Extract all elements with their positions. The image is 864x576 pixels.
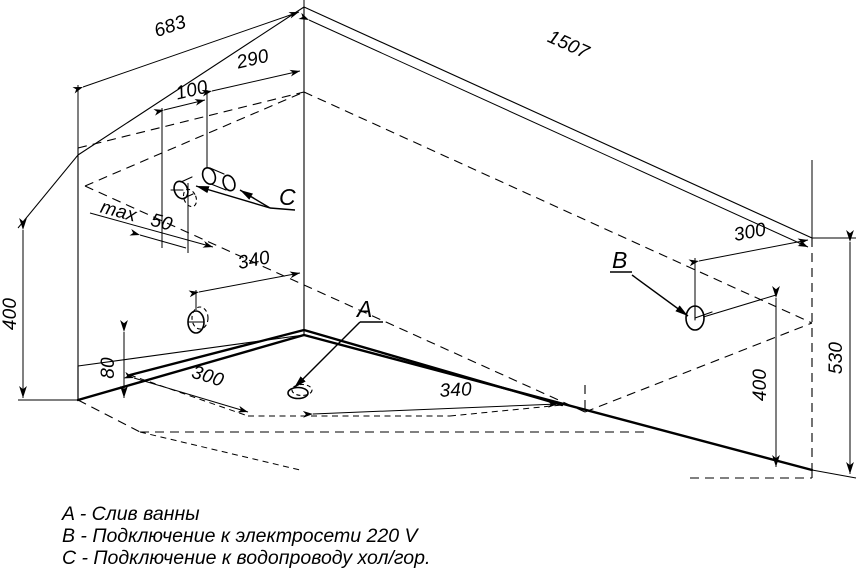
marker-b-label: B — [612, 247, 627, 273]
dimension-530: 530 — [811, 230, 857, 479]
dimension-340-base-label: 340 — [439, 379, 473, 402]
legend-item-c: C - Подключение к водопроводу хол/гор. — [62, 547, 431, 569]
wall-drain-fitting — [187, 306, 209, 334]
bath-right-end-edges — [584, 238, 813, 470]
dimension-290: 290 — [201, 46, 305, 178]
dimension-1507: 1507 — [298, 12, 813, 248]
dimension-683: 683 — [72, 0, 305, 152]
dimension-400-right: 400 — [699, 286, 780, 467]
dimension-1507-label: 1507 — [544, 27, 593, 64]
dimension-400-left-label: 400 — [0, 298, 21, 331]
legend-item-a: A - Слив ванны — [62, 503, 200, 525]
marker-b-leader: B — [610, 247, 689, 317]
marker-c-label: C — [279, 184, 296, 210]
dimension-340-base: 340 — [302, 379, 559, 418]
legend: A - Слив ванны B - Подключение к электро… — [62, 503, 430, 569]
dimension-300-right: 300 — [688, 219, 809, 310]
floor-drain-fitting — [287, 383, 313, 400]
power-socket-fitting — [685, 305, 713, 331]
dimension-400-right-label: 400 — [750, 369, 771, 402]
dimension-683-label: 683 — [152, 12, 190, 42]
legend-item-b: B - Подключение к электросети 220 V — [62, 525, 418, 547]
bath-front-panel-edges — [76, 333, 814, 472]
dimension-530-label: 530 — [826, 342, 847, 375]
dimension-300-base-label: 300 — [189, 362, 226, 392]
bath-base-footprint — [77, 399, 813, 479]
marker-a-label: A — [355, 296, 372, 322]
dimension-80-label: 80 — [98, 357, 119, 379]
dimension-400-left: 400 — [0, 154, 79, 401]
dimension-300-right-label: 300 — [732, 219, 768, 246]
dimension-50-label: 50 — [148, 210, 174, 236]
water-supply-fittings — [170, 167, 236, 208]
marker-c-leaders: C — [195, 184, 296, 211]
marker-a-leader: A — [293, 296, 383, 389]
dimension-max-label: max — [98, 197, 140, 227]
dimension-340-wall-label: 340 — [236, 247, 272, 274]
dimension-340-wall: 340 — [188, 247, 305, 310]
